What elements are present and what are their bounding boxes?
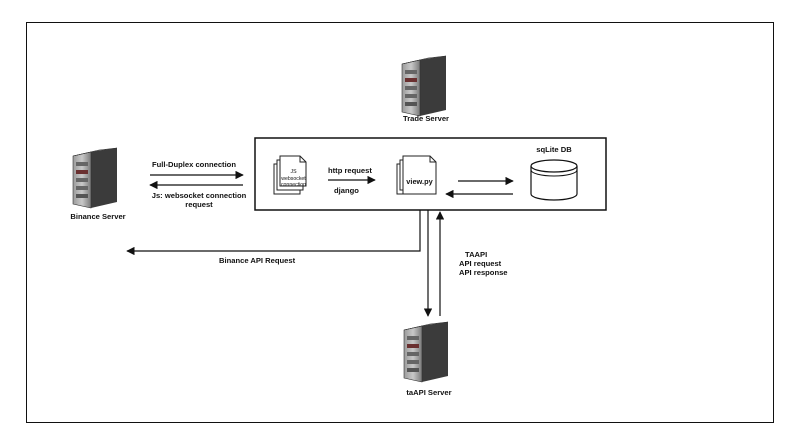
js-document-label: JS websocket connection — [280, 169, 307, 189]
binance-server-icon — [72, 147, 118, 209]
binance-api-request-arrow — [126, 210, 421, 256]
sqlite-db-icon — [530, 159, 578, 201]
taapi-label: TAAPI API request API response — [459, 250, 508, 277]
taapi-server-label: taAPI Server — [406, 388, 452, 397]
full-duplex-label: Full-Duplex connection — [152, 160, 236, 169]
http-request-label: http request — [328, 166, 372, 175]
diagram-frame — [26, 22, 774, 423]
binance-server-label: Binance Server — [70, 212, 126, 221]
view-py-document-icon — [396, 155, 437, 195]
trade-server-label: Trade Server — [402, 114, 449, 123]
binance-api-request-label: Binance API Request — [219, 256, 296, 265]
view-py-label: view.py — [406, 177, 433, 186]
taapi-server-icon — [403, 321, 449, 383]
sqlite-db-label: sqLite DB — [536, 145, 572, 154]
websocket-request-label: Js: websocket connection request — [151, 191, 247, 209]
django-label: django — [334, 186, 359, 195]
trade-server-icon — [401, 55, 447, 117]
